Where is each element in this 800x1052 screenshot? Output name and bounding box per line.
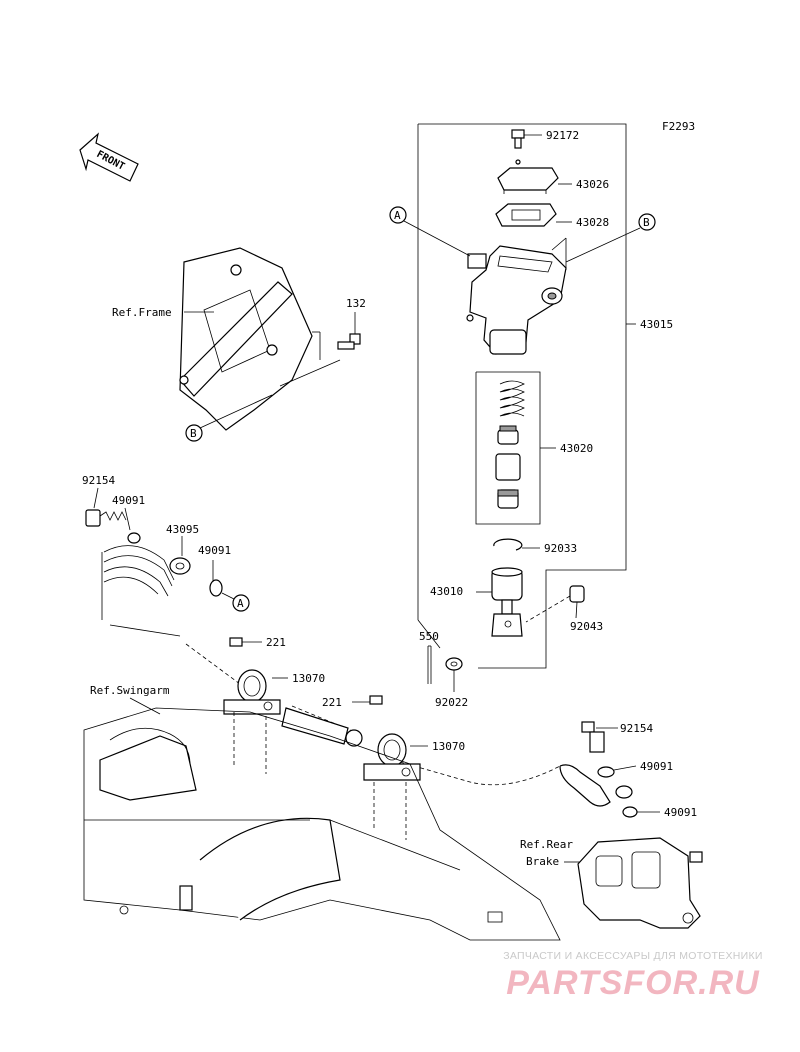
- figure-code: F2293: [662, 120, 695, 133]
- part-number-550: 550: [419, 630, 439, 643]
- brake-hose-lower: [559, 721, 660, 818]
- ref-rear-brake-line1: Ref.Rear: [520, 838, 573, 851]
- washer-92022: [445, 657, 463, 692]
- callout-b-lower: B: [190, 427, 197, 440]
- callout-b-lower-circle: [185, 424, 203, 442]
- part-number-92172: 92172: [546, 129, 579, 142]
- part-number-13070-top: 13070: [292, 672, 325, 685]
- part-number-43028: 43028: [576, 216, 609, 229]
- reservoir-cap-43026: [497, 167, 572, 194]
- ref-swingarm-label: Ref.Swingarm: [90, 684, 170, 697]
- part-number-92154-bottom: 92154: [620, 722, 653, 735]
- front-arrow-marker: FRONT: [79, 132, 139, 182]
- part-number-43015: 43015: [640, 318, 673, 331]
- ref-rear-brake-line2: Brake: [526, 855, 559, 868]
- part-number-43020: 43020: [560, 442, 593, 455]
- pin-92043: [525, 585, 585, 623]
- part-number-49091-top2: 49091: [198, 544, 231, 557]
- brake-hose-upper: [85, 487, 237, 637]
- part-number-49091-bottom2: 49091: [664, 806, 697, 819]
- callout-b-upper: B: [643, 216, 650, 229]
- part-number-92022: 92022: [435, 696, 468, 709]
- part-number-43095: 43095: [166, 523, 199, 536]
- clamp-assembly: [185, 637, 561, 840]
- callout-a-upper-circle: [389, 206, 407, 224]
- part-number-43026: 43026: [576, 178, 609, 191]
- part-number-92043: 92043: [570, 620, 603, 633]
- master-cylinder-body: [466, 237, 567, 355]
- ref-frame-label: Ref.Frame: [112, 306, 172, 319]
- part-number-221-top: 221: [266, 636, 286, 649]
- swingarm: [83, 707, 561, 941]
- part-number-43010: 43010: [430, 585, 463, 598]
- callout-b-upper-circle: [638, 213, 656, 231]
- part-number-92154-top: 92154: [82, 474, 115, 487]
- callout-a-upper: A: [394, 209, 401, 222]
- cotter-pin-550: [427, 645, 432, 684]
- push-rod-43010: [476, 567, 523, 637]
- watermark-logo: PARTSFOR.RU: [506, 964, 760, 1002]
- watermark-tagline: ЗАПЧАСТИ И АКСЕССУАРЫ ДЛЯ МОТОТЕХНИКИ: [503, 950, 763, 962]
- assembly-bracket-43015: [417, 123, 636, 669]
- bolt-92172: [511, 129, 542, 165]
- part-number-49091-top1: 49091: [112, 494, 145, 507]
- part-number-132: 132: [346, 297, 366, 310]
- callout-a-lower-circle: [232, 594, 250, 612]
- piston-kit-43020: [475, 371, 556, 525]
- callout-a-lower: A: [237, 597, 244, 610]
- part-number-49091-bottom1: 49091: [640, 760, 673, 773]
- watermark: ЗАПЧАСТИ И АКСЕССУАРЫ ДЛЯ МОТОТЕХНИКИ PA…: [478, 950, 788, 1003]
- circlip-92033: [493, 538, 540, 551]
- part-number-13070-mid: 13070: [432, 740, 465, 753]
- rear-brake-caliper: [564, 837, 703, 929]
- part-number-92033: 92033: [544, 542, 577, 555]
- diaphragm-43028: [495, 203, 572, 227]
- bolt-132: [337, 312, 361, 350]
- frame-bracket: [179, 247, 341, 431]
- part-number-221-mid: 221: [322, 696, 342, 709]
